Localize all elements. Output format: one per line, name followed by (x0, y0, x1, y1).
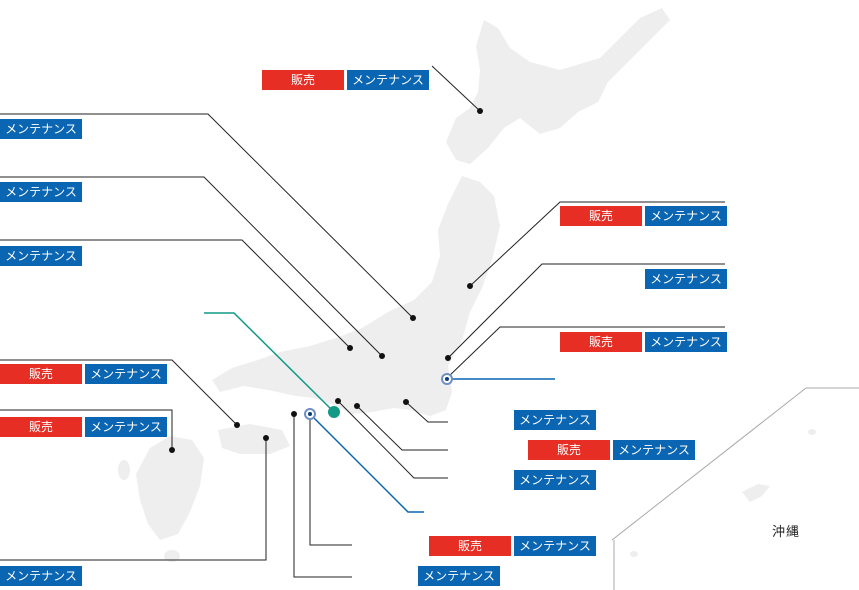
honshu-shape (212, 176, 500, 416)
leader-line (0, 176, 383, 357)
leader-line (293, 414, 352, 578)
sales-tag[interactable]: 販売 (0, 417, 82, 437)
sales-tag[interactable]: 販売 (262, 70, 344, 90)
island-1 (118, 460, 130, 480)
leader-line (0, 113, 414, 319)
maintenance-tag[interactable]: メンテナンス (85, 417, 167, 437)
maintenance-tag[interactable]: メンテナンス (0, 119, 82, 139)
leader-line (0, 359, 238, 426)
okinawa-islet-2 (630, 551, 638, 557)
location-dot (445, 355, 451, 361)
leader-line (469, 201, 725, 287)
japan-landmass (118, 8, 670, 562)
location-dot (347, 345, 353, 351)
highlight-dot-teal (328, 406, 340, 418)
maintenance-tag[interactable]: メンテナンス (514, 470, 596, 490)
location-dot (477, 108, 483, 114)
sales-tag[interactable]: 販売 (0, 364, 82, 384)
location-dots (169, 108, 483, 453)
maintenance-tag[interactable]: メンテナンス (85, 364, 167, 384)
maintenance-tag[interactable]: メンテナンス (0, 246, 82, 266)
location-dot (291, 411, 297, 417)
kyushu-shape (136, 436, 204, 540)
location-dot (403, 399, 409, 405)
leader-line (0, 239, 351, 349)
location-dot (234, 422, 240, 428)
location-dot (263, 435, 269, 441)
maintenance-tag[interactable]: メンテナンス (645, 269, 727, 289)
maintenance-tag[interactable]: メンテナンス (645, 206, 727, 226)
sales-tag[interactable]: 販売 (560, 332, 642, 352)
highlight-dot-blue-2-center (445, 377, 449, 381)
leader-line (405, 401, 448, 423)
maintenance-tag[interactable]: メンテナンス (514, 410, 596, 430)
leader-line (431, 65, 481, 112)
maintenance-tag[interactable]: メンテナンス (418, 566, 500, 586)
maintenance-tag[interactable]: メンテナンス (0, 182, 82, 202)
leader-line (337, 400, 448, 479)
leader-line (447, 263, 725, 359)
leader-line (0, 438, 267, 561)
okinawa-inset-border (611, 387, 859, 590)
maintenance-tag[interactable]: メンテナンス (613, 440, 695, 460)
sales-tag[interactable]: 販売 (528, 440, 610, 460)
highlight-line-blue-1 (309, 413, 424, 513)
leader-line (0, 409, 173, 450)
okinawa-island-shape (742, 484, 770, 502)
hokkaido-shape (446, 8, 670, 164)
leader-line (446, 326, 725, 379)
leader-line (309, 414, 352, 546)
maintenance-tag[interactable]: メンテナンス (347, 70, 429, 90)
shikoku-shape (218, 424, 290, 454)
island-2 (164, 550, 180, 562)
highlight-line-teal (204, 312, 335, 413)
maintenance-tag[interactable]: メンテナンス (645, 332, 727, 352)
maintenance-tag[interactable]: メンテナンス (0, 566, 82, 586)
maintenance-tag[interactable]: メンテナンス (514, 536, 596, 556)
sales-tag[interactable]: 販売 (560, 206, 642, 226)
location-dot (410, 315, 416, 321)
leader-lines (0, 65, 725, 578)
location-dot (354, 403, 360, 409)
okinawa-label: 沖縄 (772, 525, 801, 540)
location-dot (467, 283, 473, 289)
highlight-dot-blue-1-center (308, 412, 312, 416)
leader-line (356, 405, 448, 451)
location-dot (169, 447, 175, 453)
location-dot (335, 398, 341, 404)
sales-tag[interactable]: 販売 (429, 536, 511, 556)
okinawa-islands (630, 429, 816, 557)
location-dot (379, 353, 385, 359)
okinawa-islet-1 (808, 429, 816, 435)
